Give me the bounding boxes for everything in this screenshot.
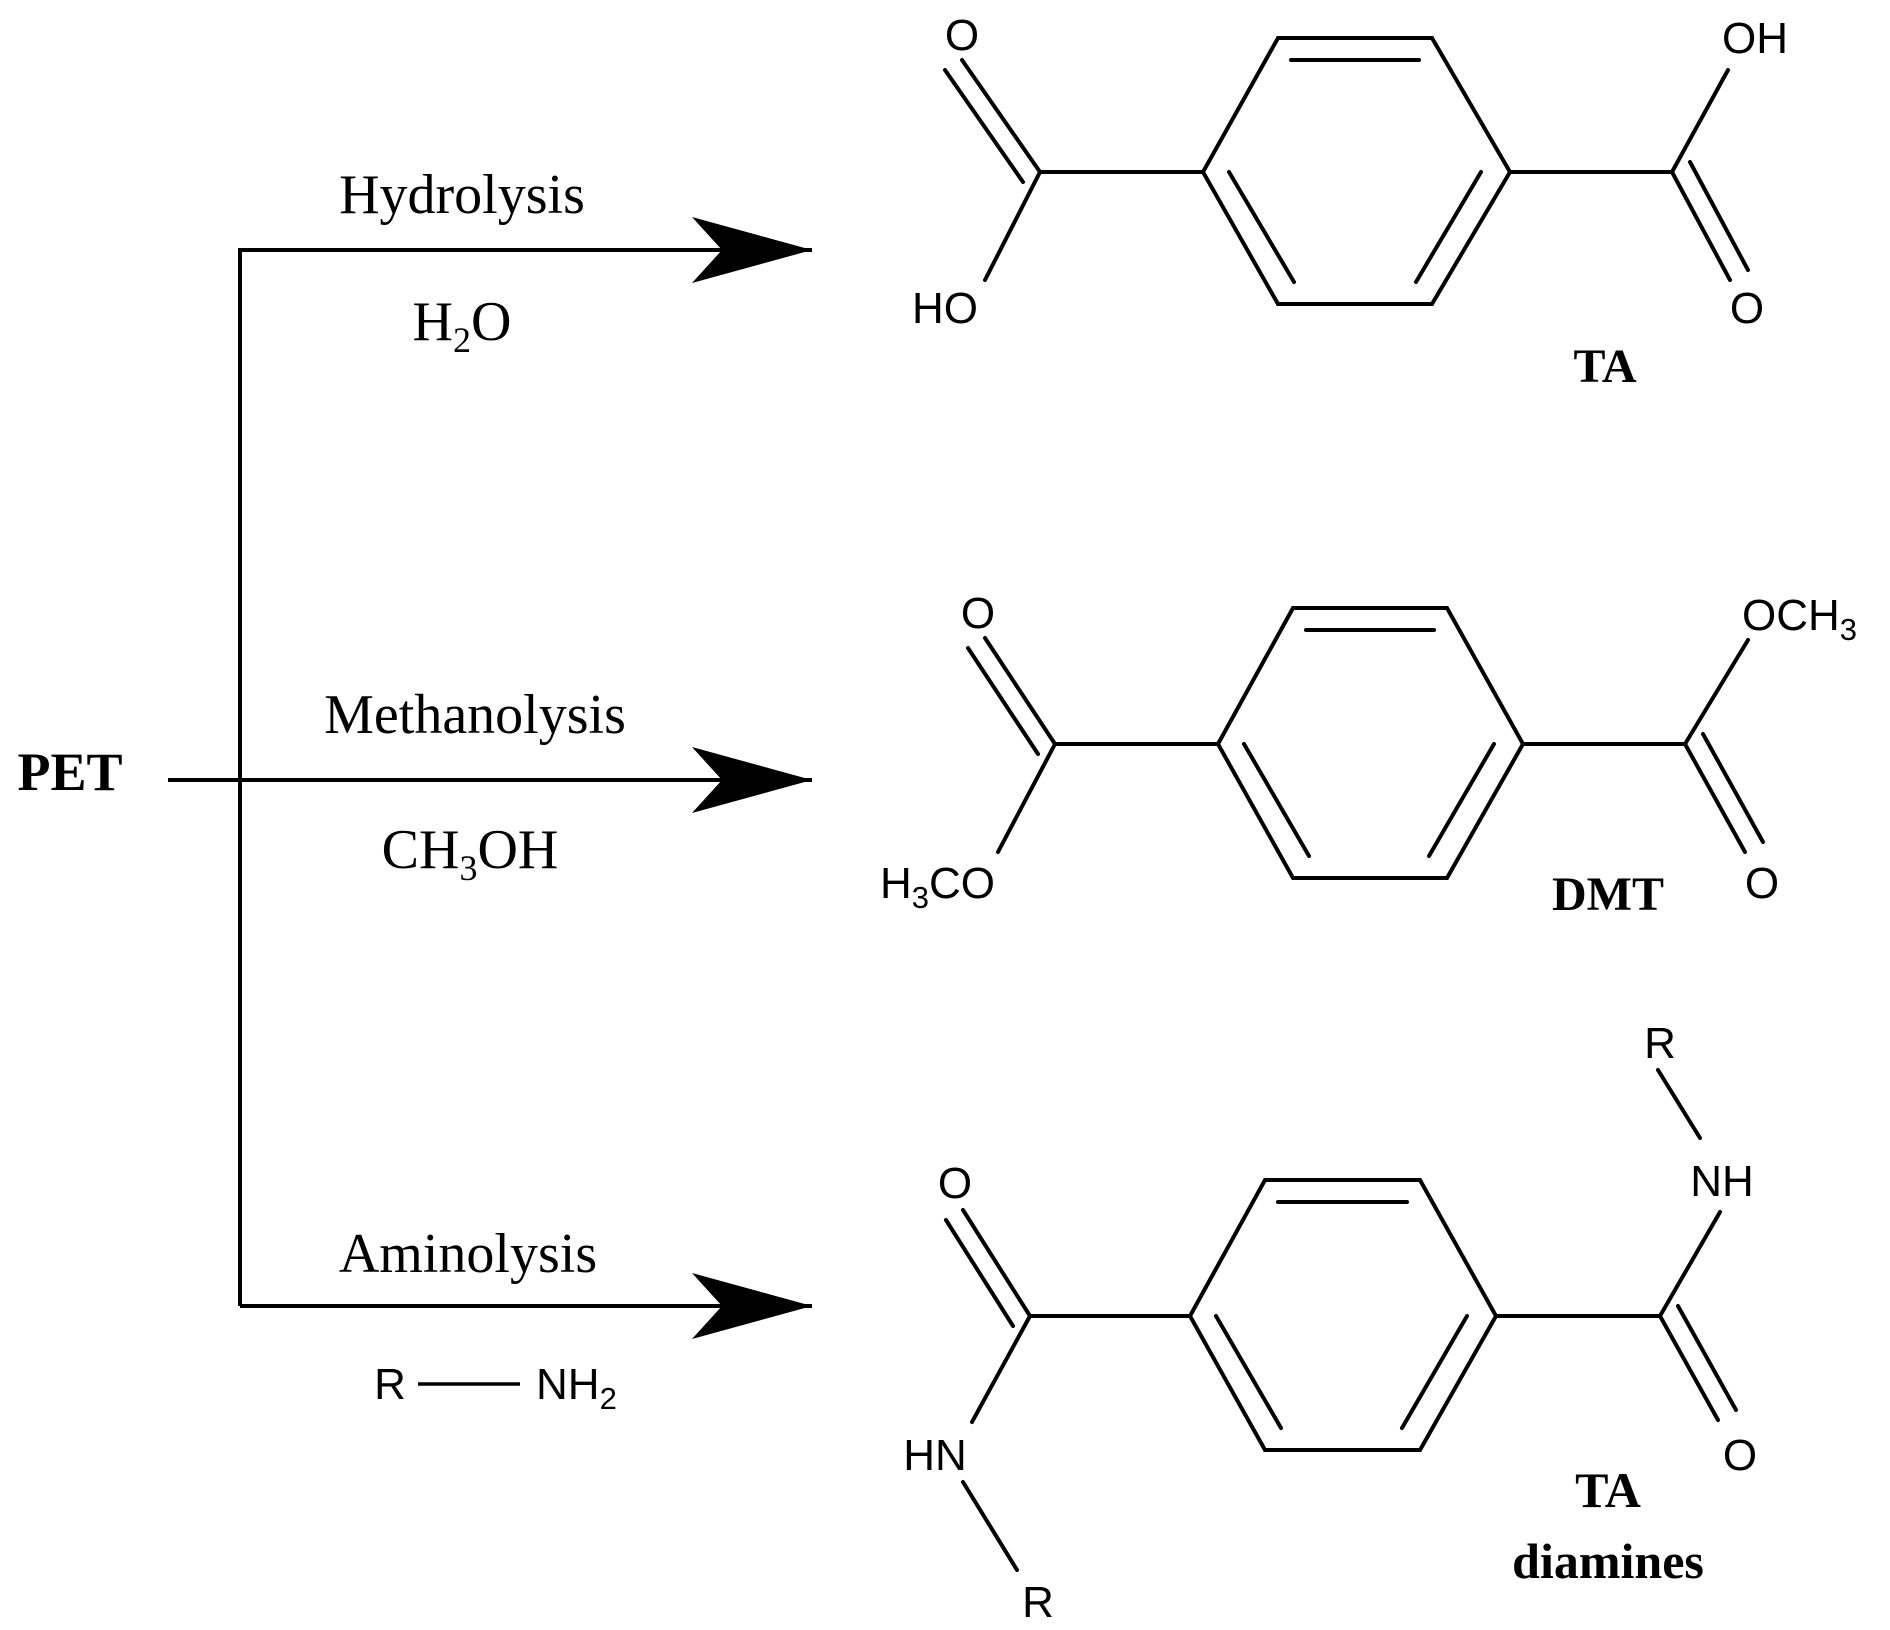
- tad-left-nh: HN: [903, 1431, 967, 1480]
- amine-reagent: R NH2: [374, 1360, 617, 1416]
- molecule-ta-diamine: [944, 1068, 1738, 1572]
- tad-right-r: R: [1644, 1019, 1676, 1068]
- hydrolysis-label: Hydrolysis: [339, 164, 585, 226]
- dmt-left-methoxy: H3CO: [880, 859, 995, 915]
- ta-product-label: TA: [1573, 340, 1636, 393]
- amine-nh2-label: NH2: [536, 1360, 617, 1416]
- molecule-ta: [943, 36, 1750, 306]
- dmt-right-methoxy: OCH3: [1742, 591, 1857, 647]
- methanolysis-label: Methanolysis: [324, 684, 626, 746]
- dmt-right-carbonyl-o: O: [1745, 859, 1779, 908]
- tad-product-label-line2: diamines: [1512, 1533, 1704, 1589]
- ta-left-carbonyl-o: O: [945, 11, 979, 60]
- dmt-product-label: DMT: [1552, 868, 1664, 921]
- tad-right-carbonyl-o: O: [1723, 1431, 1757, 1480]
- ta-right-hydroxyl: OH: [1722, 14, 1788, 63]
- amine-r-label: R: [374, 1360, 406, 1409]
- ta-left-hydroxyl: HO: [912, 284, 978, 333]
- aminolysis-label: Aminolysis: [339, 1223, 597, 1285]
- dmt-left-carbonyl-o: O: [961, 589, 995, 638]
- reaction-arrows: [168, 217, 812, 1339]
- ta-right-carbonyl-o: O: [1730, 284, 1764, 333]
- tad-left-r: R: [1022, 1578, 1054, 1627]
- tad-right-nh: NH: [1690, 1157, 1754, 1206]
- tad-left-carbonyl-o: O: [938, 1159, 972, 1208]
- molecule-dmt: [966, 606, 1765, 880]
- water-reagent: H2O: [413, 291, 512, 360]
- tad-product-label-line1: TA: [1575, 1462, 1641, 1518]
- reactant-label: PET: [17, 742, 122, 802]
- methanol-reagent: CH3OH: [382, 819, 559, 888]
